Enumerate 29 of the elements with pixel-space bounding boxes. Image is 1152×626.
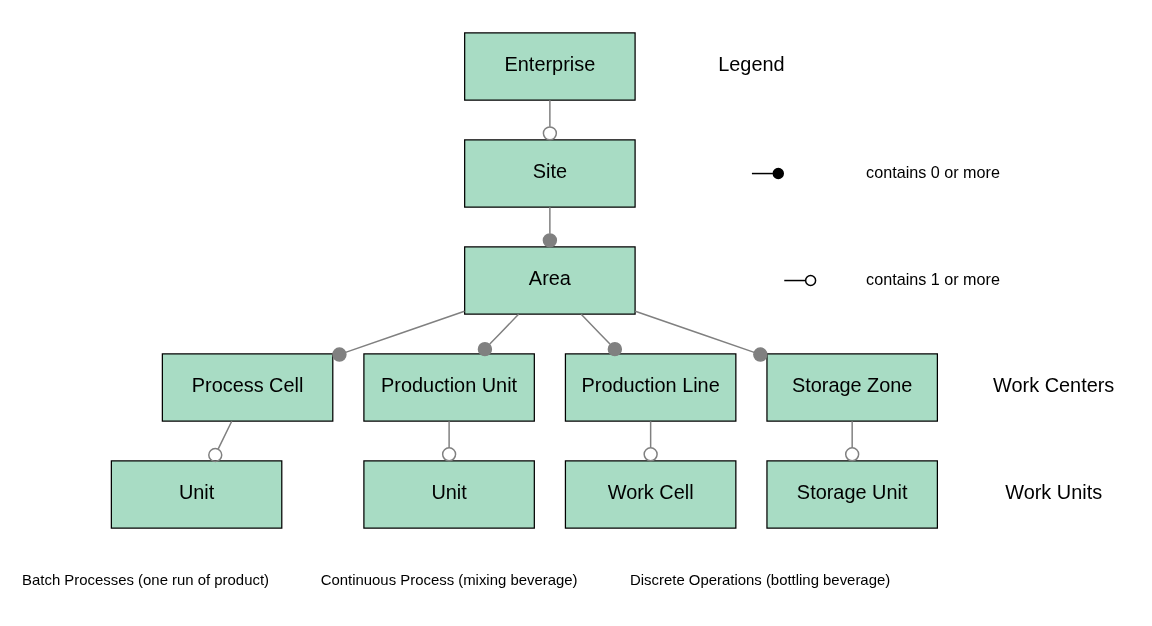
node-box: Process Cell [161,352,334,422]
node-box: Production Unit [363,352,535,422]
connector [542,206,558,248]
node-box: Unit [110,459,283,529]
label: Work Centers [993,373,1115,396]
node-box: Storage Zone [766,352,938,422]
node-box: Enterprise [464,31,636,101]
legend-label: contains 0 or more [866,162,1000,181]
connector [477,313,520,356]
node-box: Site [464,138,636,208]
node-box: Unit [363,459,535,529]
node-label: Batch Processes (one run of product) [22,570,270,588]
legend-label: contains 1 or more [866,269,1000,288]
connector [441,420,457,462]
connector [643,420,658,462]
label: Legend [718,52,785,75]
node-box: Work Cell [564,459,737,529]
node-label: Continuous Process (mixing beverage) [320,570,578,588]
label: Work Units [1005,480,1103,503]
connector [844,420,860,462]
node-label: Discrete Operations (bottling beverage) [630,570,891,588]
connector [580,313,623,356]
node-box: Area [464,245,636,315]
node-box: Production Line [564,352,737,422]
connector [634,310,768,362]
connector [208,420,233,462]
connector [332,310,466,362]
connector [542,99,558,141]
node-box: Storage Unit [766,459,938,529]
